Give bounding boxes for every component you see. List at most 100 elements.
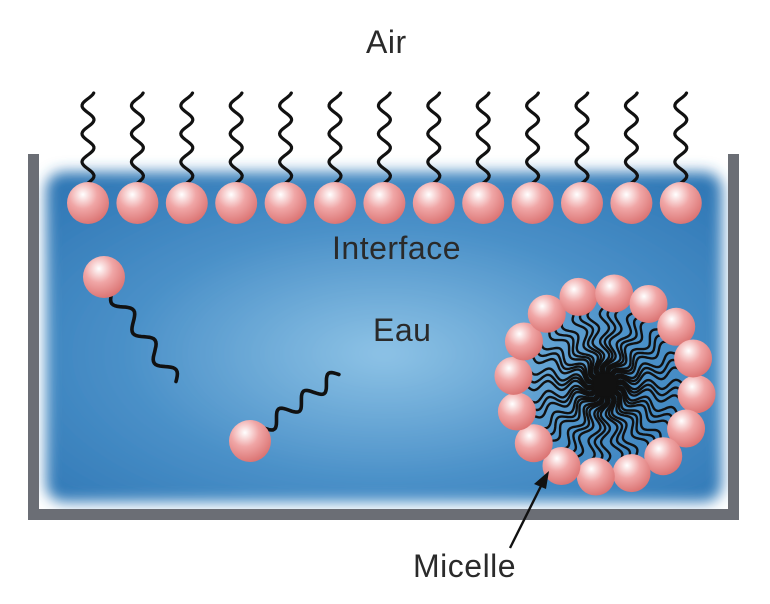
surfactant-tail (608, 385, 679, 416)
surfactant-head (264, 182, 307, 224)
surfactant-tail (80, 91, 96, 185)
surfactant-tail (574, 388, 605, 459)
micelle (494, 274, 716, 496)
surfactant-head (504, 322, 543, 361)
surfactant-tail (475, 91, 491, 185)
surfactant-tail (609, 382, 683, 403)
surfactant-head (497, 392, 536, 431)
surfactant-head (612, 454, 651, 493)
surfactant-head (595, 274, 634, 313)
surfactant-tail (179, 91, 195, 185)
surfactant-tail (327, 91, 343, 185)
surfactant-head (576, 457, 615, 496)
interface-label: Interface (332, 230, 462, 266)
surfactant-tail (610, 366, 683, 388)
surfactant-tail (603, 390, 632, 461)
surfactant-tail (609, 380, 684, 397)
surfactant-head (674, 339, 713, 378)
surfactant-tail (610, 358, 681, 387)
interface-monolayer (67, 91, 702, 224)
surfactant-head (511, 182, 554, 224)
surfactant-tail (539, 339, 603, 382)
surfactant-head (229, 420, 271, 462)
surfactant-tail (600, 306, 617, 381)
surfactant-tail (610, 340, 672, 386)
air-label: Air (366, 24, 407, 60)
surfactant-head (629, 284, 668, 323)
surfactant-head (657, 307, 696, 346)
surfactant-tail (129, 91, 146, 185)
surfactant-tail (578, 309, 607, 380)
surfactant-tail (426, 91, 442, 185)
surfactant-tail (610, 351, 678, 387)
surfactant-head (116, 182, 159, 224)
surfactant-tail (599, 389, 612, 465)
surfactant-tail (605, 311, 636, 382)
container-bottom (28, 509, 739, 520)
micelle-arrow (508, 471, 549, 549)
surfactant-tail (586, 307, 608, 380)
water-label: Eau (373, 312, 432, 348)
surfactant-tail (532, 383, 600, 419)
surfactant-tail (623, 91, 640, 185)
surfactant-tail (560, 318, 606, 380)
surfactant-tail (531, 354, 602, 385)
surfactant-head (83, 256, 125, 298)
surfactant-head (610, 182, 653, 224)
surfactant-tail (527, 367, 601, 388)
surfactant-tail (543, 385, 600, 436)
surfactant-tail (609, 378, 685, 391)
surfactant-tail (598, 305, 611, 381)
surfactant-tail (538, 384, 600, 430)
surfactant-head (514, 424, 553, 463)
surfactant-tail (673, 91, 689, 185)
micelle-label: Micelle (413, 548, 517, 584)
surfactant-tail (609, 328, 661, 384)
surfactant-tail (228, 91, 244, 185)
surfactant-head (363, 182, 406, 224)
surfactant-tail (524, 91, 541, 185)
surfactant-tail (604, 390, 650, 452)
micelle-core (593, 373, 617, 397)
surfactant-head (542, 447, 581, 486)
surfactant-tail (602, 390, 624, 463)
surfactant-tail (108, 290, 180, 384)
surfactant-head (677, 375, 716, 414)
surfactant-head (644, 437, 683, 476)
surfactant-tail (535, 346, 603, 384)
surfactant-head (215, 182, 258, 224)
surfactant-tail (574, 91, 590, 185)
surfactant-tail (549, 386, 601, 442)
container-left-wall (28, 154, 39, 520)
surfactant-tail (587, 389, 608, 463)
container (28, 154, 739, 520)
surfactant-tail (526, 373, 601, 390)
surfactant-head (559, 277, 598, 316)
surfactant-head (659, 182, 702, 224)
free-surfactants (83, 256, 341, 462)
surfactant-tail (262, 370, 341, 432)
surfactant-tail (593, 389, 610, 464)
surfactant-head (527, 294, 566, 333)
surfactant-head (67, 182, 109, 224)
surfactant-head (165, 182, 208, 224)
surfactant-tail (566, 387, 604, 455)
container-right-wall (728, 154, 739, 520)
surfactant-head (462, 182, 505, 224)
surfactant-tail (554, 323, 605, 380)
surfactant-head (494, 356, 533, 395)
surfactant-tail (603, 390, 639, 458)
surfactant-head (314, 182, 356, 224)
surfactant-tail (605, 390, 656, 447)
surfactant-tail (376, 91, 393, 185)
surfactant-tail (277, 91, 294, 185)
surfactant-tail (525, 379, 601, 392)
surfactant-head (561, 182, 603, 224)
surfactant-tail (606, 315, 644, 383)
surfactant-tail (610, 334, 667, 385)
surfactant-tail (529, 383, 600, 412)
surfactant-tail (608, 319, 651, 383)
surfactant-head (667, 409, 706, 448)
surfactant-tail (607, 388, 671, 431)
surfactant-tail (527, 382, 600, 404)
